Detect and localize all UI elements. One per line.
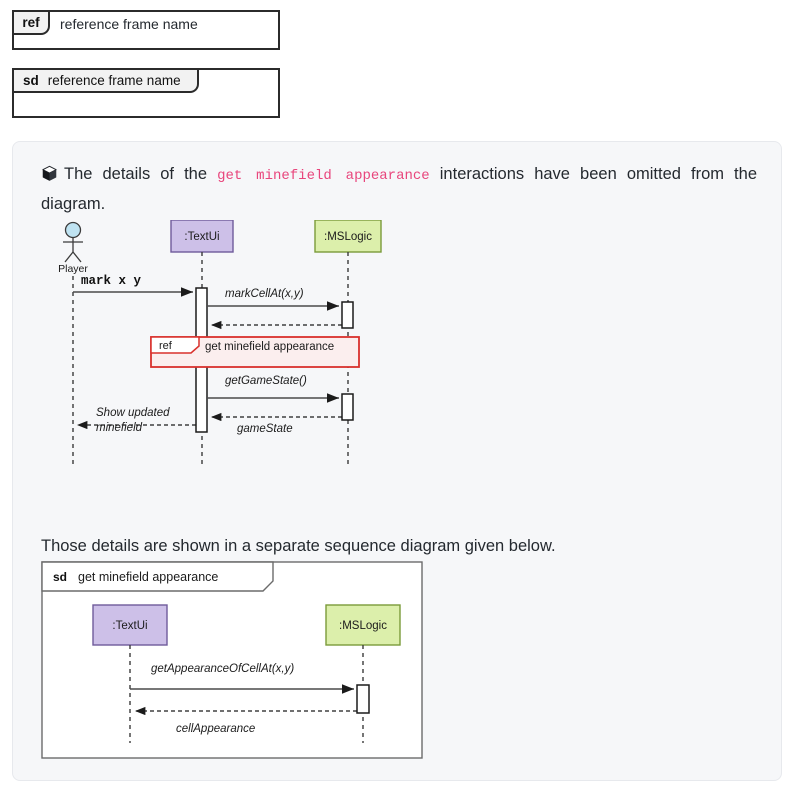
actor-label: Player	[58, 263, 88, 275]
note-text-after: interactions have been omitted from the …	[41, 165, 757, 213]
paragraph-below: Those details are shown in a separate se…	[41, 537, 556, 555]
sd-frame-tab-shape	[41, 561, 274, 592]
message-label-show-updated-line2: minefield	[96, 422, 143, 434]
message-label-gamestate: gameState	[237, 423, 293, 435]
activation-mslogic-2	[341, 393, 354, 421]
message-label-getappearance: getAppearanceOfCellAt(x,y)	[151, 663, 294, 675]
cube-icon	[41, 165, 58, 182]
message-label-cellappearance: cellAppearance	[176, 723, 255, 735]
sd-frame-name-2: get minefield appearance	[78, 570, 218, 584]
message-label-markcellat: markCellAt(x,y)	[225, 288, 304, 300]
message-label-getgamestate: getGameState()	[225, 375, 307, 387]
sd-frame-tab: sd reference frame name	[14, 70, 199, 93]
sd-frame-keyword-2: sd	[53, 570, 67, 584]
ref-frame-tab: ref	[14, 12, 50, 35]
note-panel: The details of the get minefield appeara…	[12, 141, 782, 781]
participant-mslogic-label-2: :MSLogic	[339, 620, 387, 632]
message-label-mark-x-y: mark x y	[81, 274, 142, 288]
ref-fragment-name: get minefield appearance	[205, 341, 334, 353]
participant-textui-label: :TextUi	[184, 231, 219, 243]
activation-mslogic-1	[341, 301, 354, 329]
activation-mslogic-3	[356, 684, 370, 714]
participant-mslogic-label: :MSLogic	[324, 231, 372, 243]
note-code-term: get minefield appearance	[217, 168, 430, 184]
participant-mslogic: :MSLogic	[314, 220, 382, 253]
participant-textui-label-2: :TextUi	[112, 620, 147, 632]
actor-player: Player	[58, 221, 88, 275]
note-text: The details of the get minefield appeara…	[41, 160, 757, 218]
participant-textui-2: :TextUi	[92, 604, 168, 646]
legend-frames: ref reference frame name sd reference fra…	[12, 10, 280, 118]
sequence-diagram-main: Player :TextUi :MSLogic	[41, 220, 441, 500]
ref-frame-name: reference frame name	[60, 16, 198, 32]
ref-fragment: ref get minefield appearance	[150, 336, 360, 368]
sequence-diagram-ref: sd get minefield appearance :TextUi :MSL…	[41, 561, 426, 761]
note-text-before: The details of the	[64, 165, 208, 183]
participant-mslogic-2: :MSLogic	[325, 604, 401, 646]
participant-textui: :TextUi	[170, 220, 234, 253]
sd-frame-name: reference frame name	[47, 73, 181, 88]
sd-frame-keyword: sd	[23, 73, 39, 88]
sd-frame-border	[41, 561, 423, 759]
sd-frame-legend: sd reference frame name	[12, 68, 280, 118]
ref-frame-legend: ref reference frame name	[12, 10, 280, 50]
message-label-show-updated-line1: Show updated	[96, 407, 170, 419]
ref-fragment-keyword: ref	[159, 340, 173, 352]
